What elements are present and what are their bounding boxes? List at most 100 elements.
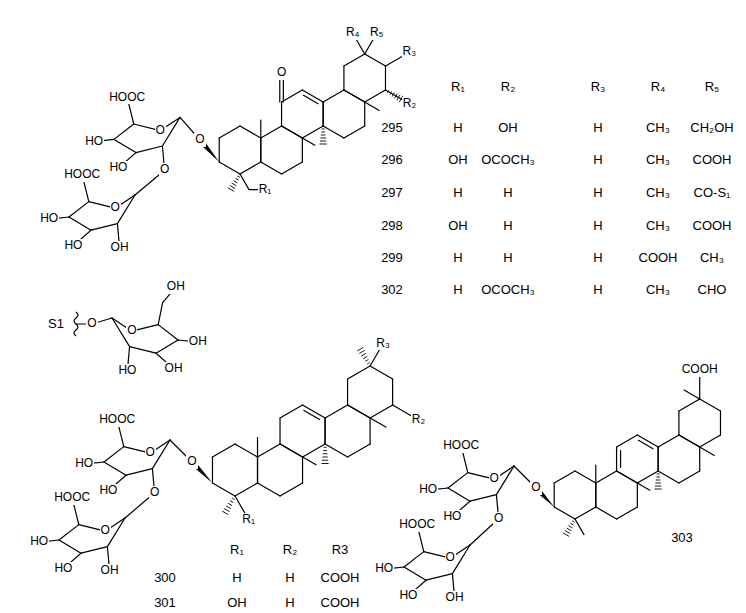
bond-line <box>554 507 575 519</box>
bond-line <box>385 66 386 90</box>
atom-label: HOOC <box>63 168 101 182</box>
bond-line <box>69 202 89 217</box>
bond-line <box>567 528 571 530</box>
bond-line <box>156 340 178 353</box>
bond-line <box>638 440 653 448</box>
atom-label: HOOC <box>98 413 136 427</box>
table-cell: CH₃ <box>645 283 671 298</box>
bond-line <box>322 460 328 461</box>
bond-line <box>228 503 231 505</box>
bond-line <box>554 483 555 507</box>
bond-line <box>257 457 258 483</box>
bond-line <box>370 366 393 379</box>
compound-number: 296 <box>380 153 404 168</box>
bond-line <box>344 90 365 102</box>
table-header: R₅ <box>704 80 721 95</box>
table-cell: H <box>284 596 295 611</box>
bond-line <box>323 457 328 458</box>
atom-label: HO <box>418 483 438 497</box>
bond-line <box>658 447 659 471</box>
table-cell: H <box>452 251 463 266</box>
bond-line <box>679 399 700 411</box>
atom-label: R₅ <box>369 26 385 40</box>
bond-line <box>258 483 281 496</box>
atom-label: HO <box>374 562 394 576</box>
atom-label: HO <box>74 457 94 471</box>
bond-line <box>321 135 325 136</box>
bond-line <box>657 477 660 478</box>
table-header: R₁ <box>450 80 466 95</box>
bond-line <box>616 447 617 471</box>
bond-line <box>617 435 638 447</box>
bond-line <box>304 410 320 419</box>
table-cell: H <box>592 251 603 266</box>
bond-line <box>370 418 386 427</box>
atom-label: O <box>155 124 166 138</box>
bond-line <box>344 90 365 102</box>
bond-line <box>617 471 638 483</box>
bond-line <box>700 399 721 411</box>
atom-label: HO <box>398 589 418 603</box>
bond-line <box>282 126 303 138</box>
bond-line <box>260 120 261 138</box>
table-cell: OCOCH₃ <box>480 153 536 168</box>
bond-line <box>325 405 348 418</box>
bond-line <box>365 102 380 110</box>
atom-label: R₃ <box>402 45 418 59</box>
bond-line <box>343 66 344 90</box>
table-header: R₁ <box>229 543 245 558</box>
compound-number: 295 <box>380 121 404 136</box>
bond-line <box>637 471 658 483</box>
bond-line <box>323 102 324 126</box>
bond-line <box>279 418 280 444</box>
bond-line <box>324 418 325 444</box>
bond-line <box>348 366 371 379</box>
atom-label: HO <box>108 161 128 175</box>
compound-number: 302 <box>380 283 404 298</box>
bond-line <box>257 457 258 483</box>
table-cell: H <box>502 219 513 234</box>
atom-label: O <box>194 133 205 147</box>
table-cell: H <box>452 121 463 136</box>
substituent-label: S1 <box>47 317 65 332</box>
table-cell: CH₃ <box>645 153 671 168</box>
atom-label: HO <box>63 239 83 253</box>
bond-line <box>69 217 91 230</box>
atom-label: O <box>530 481 541 495</box>
bond-line <box>596 471 617 483</box>
table-cell: H <box>284 571 295 586</box>
bond-line <box>658 435 679 447</box>
atom-label: OH <box>188 335 208 349</box>
bond-line <box>595 483 596 507</box>
atom-label: R₄ <box>345 26 361 40</box>
bond-line <box>573 521 575 522</box>
atom-label: R₃ <box>375 337 391 351</box>
bond-line <box>282 90 303 102</box>
table-cell: H <box>592 186 603 201</box>
bond-line <box>324 450 327 451</box>
bond-line <box>720 411 721 435</box>
bond-line <box>565 531 570 534</box>
table-cell: OH <box>447 219 469 234</box>
bond-line <box>258 444 281 457</box>
bond-line <box>235 483 258 496</box>
bond-line <box>302 138 314 145</box>
atom-label: HOOC <box>442 439 480 453</box>
bond-line <box>212 457 213 483</box>
bond-line <box>280 444 303 457</box>
bond-line <box>358 348 364 351</box>
bond-line <box>212 483 235 496</box>
bond-line <box>364 102 365 126</box>
atom-label: O <box>276 66 287 80</box>
table-header: R₂ <box>282 543 298 558</box>
compound-number: 298 <box>380 219 404 234</box>
bond-line <box>302 138 303 162</box>
bond-line <box>448 488 470 501</box>
bond-line <box>126 469 152 476</box>
bond-line <box>226 506 230 508</box>
atom-label: OH <box>164 362 184 376</box>
table-cell: COOH <box>692 153 733 168</box>
bond-line <box>655 489 661 490</box>
